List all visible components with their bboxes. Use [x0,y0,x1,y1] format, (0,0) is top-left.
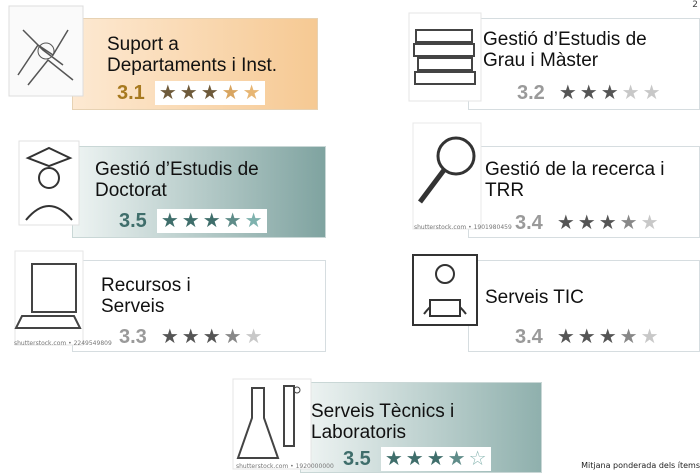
card-suport-departaments[interactable]: Suport a Departaments i Inst. 3.1 ★ ★ ★ … [72,18,318,110]
hands-icon [8,5,84,97]
star-icon: ★ [598,326,617,348]
books-icon [408,12,482,102]
star-icon: ★ [181,210,200,232]
rating-row: 3.1 ★ ★ ★ ★ ★ [117,81,265,105]
card-title-line2: Laboratoris [311,422,407,443]
card-title: Gestió d’Estudis de Doctorat [95,159,259,201]
star-rating: ★ ★ ★ ★ ★ [554,81,665,105]
card-title-line2: Serveis [101,296,165,317]
star-icon: ★ [577,326,596,348]
lab-flasks-icon [232,378,312,470]
star-rating: ★ ★ ★ ★ ★ [552,211,663,235]
watermark-text: shutterstock.com • 2249549809 [14,340,112,347]
watermark-text: shutterstock.com • 1901980459 [414,224,512,231]
card-title-line1: Serveis Tècnics i [311,401,455,422]
score-value: 3.4 [515,325,543,348]
footnote-text: Mitjana ponderada dels ítems [581,461,700,470]
star-icon: ☆ [468,448,487,470]
card-grau-master[interactable]: Gestió d’Estudis de Grau i Màster 3.2 ★ … [468,18,700,110]
card-title-line1: Serveis TIC [485,287,584,308]
star-icon: ★ [384,448,403,470]
card-title-line1: Recursos i [101,275,191,296]
card-title: Suport a Departaments i Inst. [107,34,277,76]
score-value: 3.2 [517,81,545,104]
star-icon: ★ [158,82,177,104]
score-value: 3.1 [117,81,145,104]
star-icon: ★ [558,82,577,104]
star-icon: ★ [621,82,640,104]
rating-row: 3.5 ★ ★ ★ ★ ☆ [343,447,491,471]
star-icon: ★ [202,210,221,232]
star-icon: ★ [577,212,596,234]
star-rating: ★ ★ ★ ★ ★ [552,325,663,349]
rating-row: 3.2 ★ ★ ★ ★ ★ [517,81,665,105]
star-icon: ★ [600,82,619,104]
score-value: 3.4 [515,211,543,234]
star-icon: ★ [160,326,179,348]
star-icon: ★ [619,212,638,234]
card-title-line2: Grau i Màster [483,50,599,71]
star-icon: ★ [181,326,200,348]
star-icon: ★ [598,212,617,234]
magnifier-icon [412,122,482,230]
star-icon: ★ [642,82,661,104]
score-value: 3.3 [119,325,147,348]
rating-row: 3.5 ★ ★ ★ ★ ★ [119,209,267,233]
star-icon: ★ [405,448,424,470]
star-icon: ★ [223,326,242,348]
star-icon: ★ [221,82,240,104]
star-rating: ★ ★ ★ ★ ★ [156,325,267,349]
card-title-line1: Gestió de la recerca i [485,159,665,180]
rating-row: 3.3 ★ ★ ★ ★ ★ [119,325,267,349]
star-icon: ★ [426,448,445,470]
watermark-text: shutterstock.com • 1920000000 [236,463,334,470]
star-icon: ★ [160,210,179,232]
star-icon: ★ [244,210,263,232]
card-tecnics-laboratoris[interactable]: Serveis Tècnics i Laboratoris 3.5 ★ ★ ★ … [300,382,542,473]
star-icon: ★ [242,82,261,104]
rating-row: 3.4 ★ ★ ★ ★ ★ [515,211,663,235]
star-icon: ★ [640,326,659,348]
star-icon: ★ [200,82,219,104]
card-title-line1: Gestió d’Estudis de [483,29,647,50]
card-serveis-tic[interactable]: Serveis TIC 3.4 ★ ★ ★ ★ ★ [468,260,700,352]
laptop-icon [14,250,84,346]
card-title-line2: TRR [485,180,525,201]
card-recursos-serveis[interactable]: Recursos i Serveis 3.3 ★ ★ ★ ★ ★ [72,260,326,352]
star-icon: ★ [640,212,659,234]
star-icon: ★ [179,82,198,104]
card-title-line1: Suport a [107,34,179,55]
card-title: Serveis Tècnics i Laboratoris [311,401,454,443]
card-title: Gestió d’Estudis de Grau i Màster [483,29,647,71]
star-icon: ★ [223,210,242,232]
card-title-line2: Departaments i Inst. [107,55,278,76]
page-corner-mark: 2 [692,0,698,10]
card-recerca-trr[interactable]: Gestió de la recerca i TRR 3.4 ★ ★ ★ ★ ★ [468,146,700,238]
star-rating: ★ ★ ★ ★ ☆ [380,447,491,471]
star-icon: ★ [579,82,598,104]
person-laptop-icon [412,254,478,326]
card-title: Recursos i Serveis [101,275,191,317]
rating-row: 3.4 ★ ★ ★ ★ ★ [515,325,663,349]
card-title-line1: Gestió d’Estudis de [95,159,259,180]
card-doctorat[interactable]: Gestió d’Estudis de Doctorat 3.5 ★ ★ ★ ★… [72,146,326,238]
star-icon: ★ [244,326,263,348]
star-icon: ★ [556,212,575,234]
score-value: 3.5 [119,209,147,232]
card-title-line2: Doctorat [95,180,167,201]
card-title: Gestió de la recerca i TRR [485,159,665,201]
card-title: Serveis TIC [485,287,584,308]
graduate-icon [18,140,80,226]
star-rating: ★ ★ ★ ★ ★ [156,209,267,233]
star-icon: ★ [556,326,575,348]
star-icon: ★ [619,326,638,348]
score-value: 3.5 [343,447,371,470]
star-rating: ★ ★ ★ ★ ★ [154,81,265,105]
star-icon: ★ [202,326,221,348]
star-icon: ★ [447,448,466,470]
